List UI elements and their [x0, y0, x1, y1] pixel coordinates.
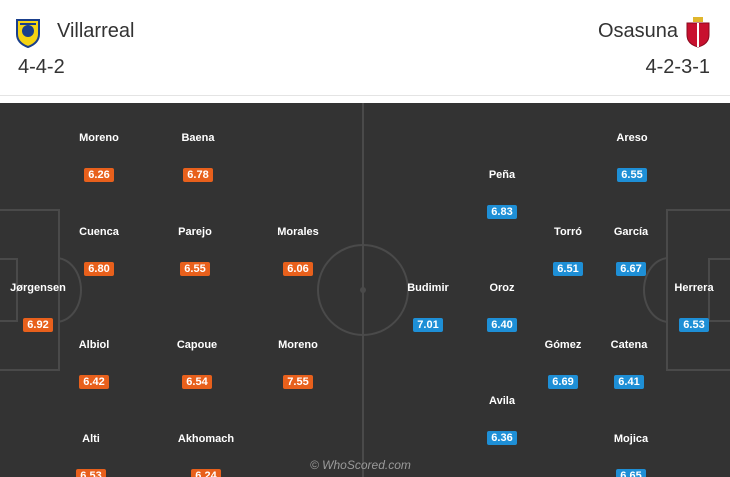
away-player[interactable]: Catena 6.41 — [589, 338, 669, 390]
home-player[interactable]: Alti 6.53 — [51, 432, 131, 477]
player-rating-badge: 6.26 — [84, 168, 114, 182]
player-name: Torró — [554, 226, 582, 238]
away-player[interactable]: Gómez 6.69 — [523, 338, 603, 390]
player-name: Oroz — [489, 282, 515, 294]
away-player[interactable]: Mojica 6.65 — [591, 432, 671, 477]
home-team-name[interactable]: Villarreal — [57, 20, 135, 42]
away-penalty-area — [666, 209, 730, 371]
home-player[interactable]: Akhomach 6.24 — [166, 432, 246, 477]
away-goal-area — [708, 258, 730, 322]
player-name: Budimir — [407, 282, 449, 294]
away-player[interactable]: Herrera 6.53 — [654, 281, 730, 333]
player-rating-badge: 6.42 — [79, 375, 109, 389]
player-name: Parejo — [178, 226, 212, 238]
villarreal-crest-icon — [16, 19, 40, 48]
player-rating-badge: 6.65 — [616, 469, 646, 477]
player-name: Baena — [181, 132, 215, 144]
center-circle — [317, 244, 409, 336]
center-spot — [360, 287, 366, 293]
player-name: Albiol — [78, 339, 110, 351]
home-player[interactable]: Cuenca 6.80 — [59, 225, 139, 277]
player-name: Herrera — [674, 282, 714, 294]
away-formation: 4-2-3-1 — [645, 56, 710, 78]
home-player[interactable]: Albiol 6.42 — [54, 338, 134, 390]
player-name: Catena — [610, 339, 648, 351]
player-rating-badge: 6.83 — [487, 205, 517, 219]
player-rating-badge: 6.69 — [548, 375, 578, 389]
player-rating-badge: 6.78 — [183, 168, 213, 182]
player-rating-badge: 6.67 — [616, 262, 646, 276]
player-rating-badge: 7.55 — [283, 375, 313, 389]
player-name: Jørgensen — [10, 282, 66, 294]
player-rating-badge: 6.51 — [553, 262, 583, 276]
player-rating-badge: 6.53 — [76, 469, 106, 477]
player-rating-badge: 6.06 — [283, 262, 313, 276]
player-name: Areso — [616, 132, 648, 144]
away-player[interactable]: Budimir 7.01 — [388, 281, 468, 333]
player-name: Avila — [489, 395, 515, 407]
home-player[interactable]: Parejo 6.55 — [155, 225, 235, 277]
match-header: Villarreal 4-4-2 Osasuna 4-2-3-1 — [0, 0, 730, 96]
away-player[interactable]: García 6.67 — [591, 225, 671, 277]
player-name: Capoue — [176, 339, 218, 351]
away-team-name[interactable]: Osasuna — [597, 20, 678, 42]
away-player[interactable]: Oroz 6.40 — [462, 281, 542, 333]
home-player[interactable]: Morales 6.06 — [258, 225, 338, 277]
away-player[interactable]: Torró 6.51 — [528, 225, 608, 277]
osasuna-crest-icon — [686, 17, 710, 48]
player-rating-badge: 6.55 — [180, 262, 210, 276]
home-player[interactable]: Capoue 6.54 — [157, 338, 237, 390]
home-player[interactable]: Jørgensen 6.92 — [0, 281, 78, 333]
player-name: Gómez — [544, 339, 582, 351]
player-rating-badge: 6.54 — [182, 375, 212, 389]
away-player[interactable]: Avila 6.36 — [462, 394, 542, 446]
player-name: García — [613, 226, 649, 238]
player-name: Cuenca — [79, 226, 119, 238]
player-rating-badge: 6.24 — [191, 469, 221, 477]
player-name: Morales — [277, 226, 319, 238]
player-rating-badge: 6.55 — [617, 168, 647, 182]
player-name: Mojica — [613, 433, 649, 445]
player-rating-badge: 7.01 — [413, 318, 443, 332]
home-player[interactable]: Baena 6.78 — [158, 131, 238, 183]
player-name: Akhomach — [177, 433, 235, 445]
player-rating-badge: 6.92 — [23, 318, 53, 332]
away-player[interactable]: Areso 6.55 — [592, 131, 672, 183]
player-rating-badge: 6.41 — [614, 375, 644, 389]
player-rating-badge: 6.53 — [679, 318, 709, 332]
whoscored-watermark: © WhoScored.com — [310, 458, 411, 472]
player-name: Alti — [82, 433, 100, 445]
home-goal-area — [0, 258, 18, 322]
home-formation: 4-4-2 — [18, 56, 65, 78]
player-name: Moreno — [79, 132, 119, 144]
player-name: Moreno — [278, 339, 318, 351]
away-player[interactable]: Peña 6.83 — [462, 168, 542, 220]
player-rating-badge: 6.80 — [84, 262, 114, 276]
player-name: Peña — [488, 169, 516, 181]
home-player[interactable]: Moreno 7.55 — [258, 338, 338, 390]
home-player[interactable]: Moreno 6.26 — [59, 131, 139, 183]
player-rating-badge: 6.36 — [487, 431, 517, 445]
player-rating-badge: 6.40 — [487, 318, 517, 332]
